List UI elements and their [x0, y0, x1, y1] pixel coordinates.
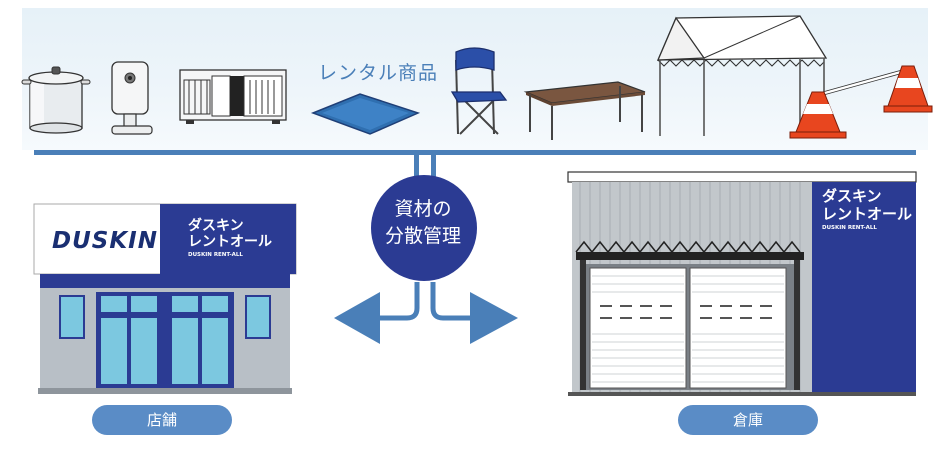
event-tent-icon: [656, 15, 828, 136]
warehouse-label: 倉庫: [678, 405, 818, 435]
store-building: [33, 203, 297, 394]
security-camera-icon: [111, 61, 153, 135]
store-logo-ja-line1: ダスキン: [188, 218, 244, 234]
store-logo-ja-line2: レントオール: [188, 234, 272, 250]
warehouse-logo-ja-line1: ダスキン: [822, 187, 882, 205]
distributed-management-circle: [371, 175, 477, 281]
store-logo-duskin: DUSKIN: [52, 228, 158, 254]
store-logo-subtitle: DUSKIN RENT-ALL: [188, 252, 243, 258]
warehouse-logo-subtitle: DUSKIN RENT-ALL: [822, 225, 877, 231]
warehouse-logo-ja-line2: レントオール: [822, 205, 913, 223]
circle-label-line1: 資材の: [394, 198, 452, 220]
air-conditioner-icon: [179, 69, 287, 124]
warehouse-building: [567, 171, 917, 396]
floor-mat-icon: [310, 93, 421, 135]
table-icon: [523, 81, 646, 140]
distributed-management-label: 資材の 分散管理: [371, 196, 475, 250]
folding-chair-icon: [450, 47, 508, 135]
arrow-left-icon: [334, 292, 380, 344]
store-label: 店舗: [92, 405, 232, 435]
traffic-cone-icon: [789, 65, 933, 139]
connector-lines: [34, 150, 916, 321]
arrow-right-icon: [470, 292, 518, 344]
cooking-pot-icon: [21, 66, 91, 134]
rental-products-label: レンタル商品: [318, 62, 439, 84]
circle-label-line2: 分散管理: [384, 225, 461, 247]
